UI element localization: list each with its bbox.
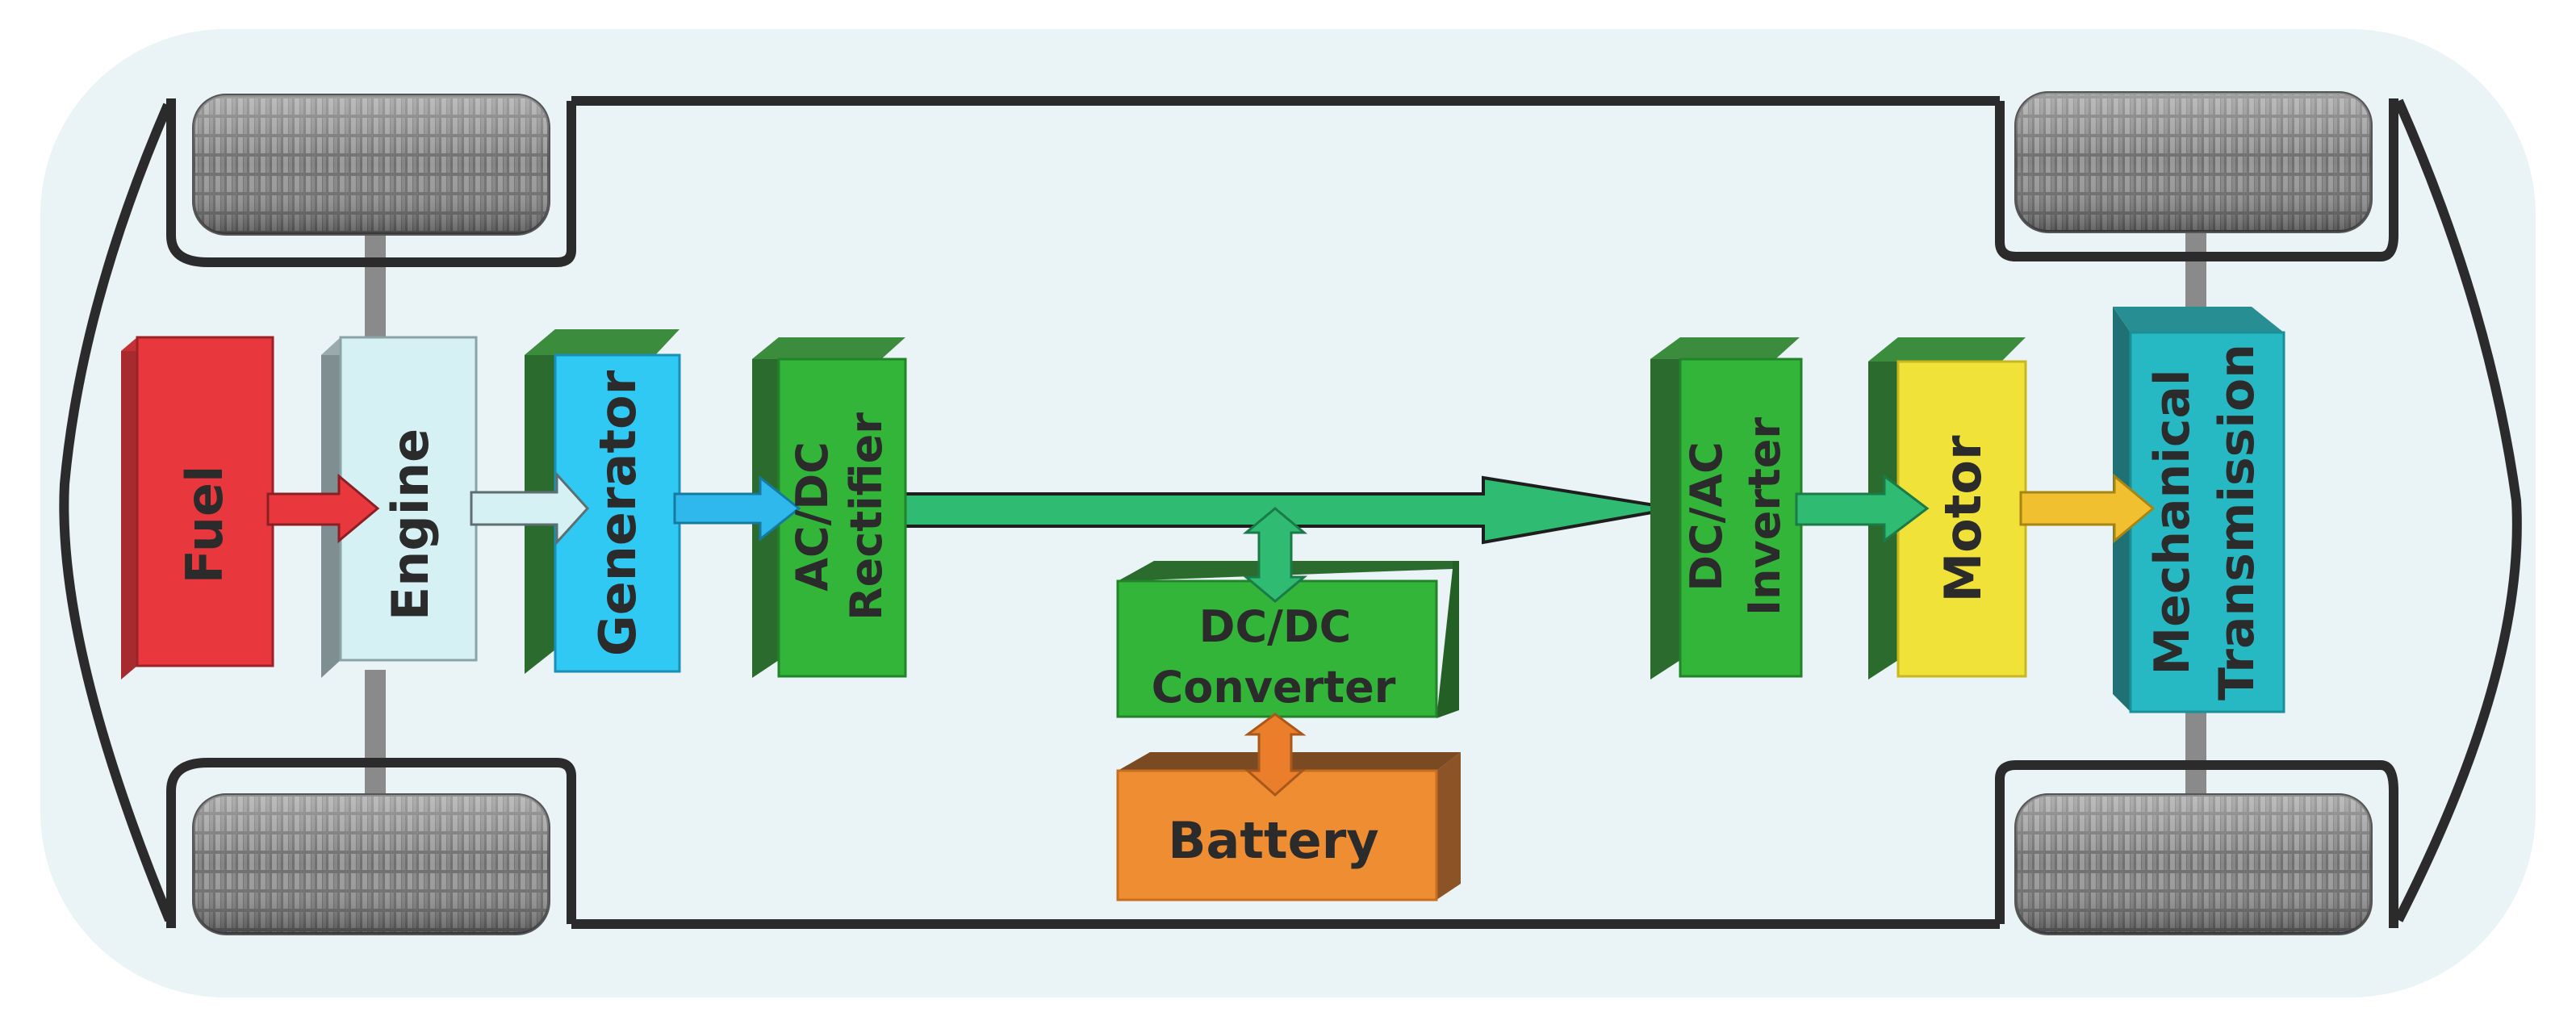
fuel-block [121, 336, 274, 680]
motor-label: Motor [1934, 435, 1993, 603]
transmission-block [2113, 307, 2285, 713]
inverter-to-motor-arrow [1795, 473, 1930, 544]
engine-label: Engine [381, 429, 440, 621]
tire-rear-right [2014, 793, 2373, 935]
dcdc-to-battery-bidirectional-arrow [1244, 713, 1307, 797]
fuel-to-engine-arrow [266, 473, 380, 544]
battery-label: Battery [1168, 811, 1378, 870]
bus-to-dcdc-bidirectional-arrow [1242, 507, 1308, 603]
tire-front-right [2014, 91, 2373, 233]
tire-rear-left [192, 793, 550, 935]
front-axle [365, 194, 386, 815]
motor-block [1868, 337, 2027, 680]
inverter-block [1650, 337, 1803, 680]
dcdc-label-line2: Converter [1152, 662, 1396, 713]
dcdc-converter-block [1116, 561, 1459, 718]
engine-to-generator-arrow [470, 471, 590, 546]
dc-bus-arrow [901, 475, 1675, 545]
inverter-label-line1: DC/AC [1681, 441, 1732, 592]
transmission-label-line1: Mechanical [2144, 369, 2201, 675]
motor-to-transmission-arrow [2019, 473, 2156, 544]
transmission-label-line2: Transmission [2209, 344, 2265, 701]
generator-label: Generator [588, 370, 647, 656]
generator-to-rectifier-arrow [673, 475, 801, 542]
rear-axle [2185, 218, 2206, 807]
chassis-outline [59, 96, 2522, 929]
rectifier-label-line1: AC/DC [787, 441, 838, 592]
tire-front-left [192, 94, 550, 236]
rectifier-label-line2: Rectifier [841, 412, 892, 621]
dcdc-label-line1: DC/DC [1199, 601, 1352, 652]
inverter-label-line2: Inverter [1739, 417, 1790, 616]
fuel-label: Fuel [175, 466, 234, 584]
